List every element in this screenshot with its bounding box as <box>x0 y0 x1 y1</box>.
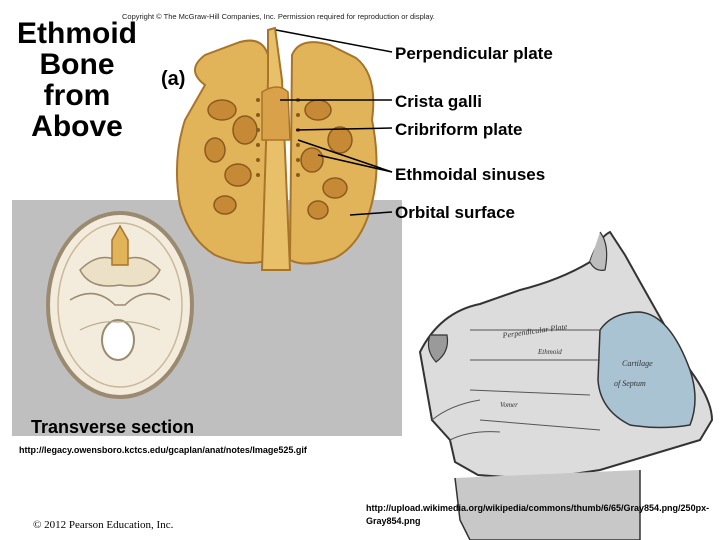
pearson-copyright: © 2012 Pearson Education, Inc. <box>33 519 173 531</box>
source-url-left: http://legacy.owensboro.kctcs.edu/gcapla… <box>19 445 307 455</box>
label-crista-galli: Crista galli <box>395 92 482 112</box>
label-ethmoidal-sinuses: Ethmoidal sinuses <box>395 165 545 185</box>
ethmoid-bone-illustration <box>177 28 377 270</box>
source-url-right: http://upload.wikimedia.org/wikipedia/co… <box>366 502 706 528</box>
gray-label-ethmoid: Ethmoid <box>537 348 562 356</box>
transverse-skull-illustration <box>48 213 192 397</box>
transverse-section-label: Transverse section <box>31 417 194 438</box>
gray-label-cartilage: Cartilage <box>622 359 653 368</box>
nasal-septum-illustration <box>420 232 712 540</box>
gray-label-vomer: Vomer <box>500 401 518 409</box>
gray-label-of-septum: of Septum <box>614 379 646 388</box>
label-cribriform-plate: Cribriform plate <box>395 120 523 140</box>
label-orbital-surface: Orbital surface <box>395 203 515 223</box>
label-perpendicular-plate: Perpendicular plate <box>395 44 553 64</box>
